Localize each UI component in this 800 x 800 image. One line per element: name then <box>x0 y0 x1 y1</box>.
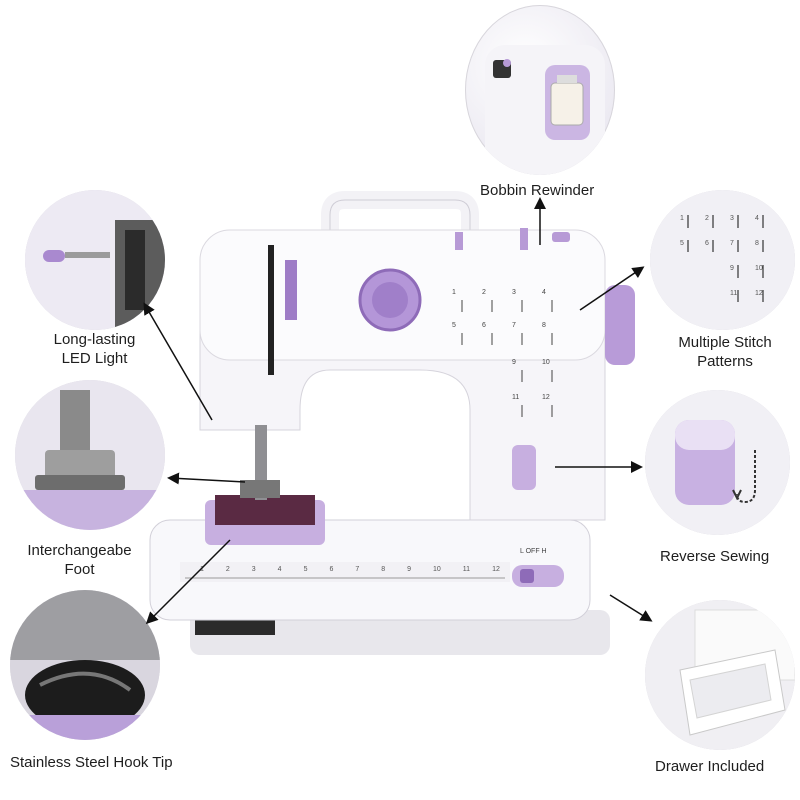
switch-label-off: OFF <box>525 548 540 555</box>
ruler-strip <box>180 562 510 582</box>
stitch-num: 4 <box>542 289 546 296</box>
drawer-callout <box>645 600 795 750</box>
label-bobbin-rewinder: Bobbin Rewinder <box>480 182 595 199</box>
hand-wheel[interactable] <box>605 285 635 365</box>
label-stitch-line1: Multiple Stitch <box>678 334 772 351</box>
label-foot-line1: Interchangeabe <box>27 542 132 559</box>
label-stitch-patterns: Multiple Stitch Patterns <box>660 333 790 371</box>
label-drawer: Drawer Included <box>655 758 765 775</box>
ruler-mark: 10 <box>433 566 441 573</box>
reverse-lever-illustration <box>645 390 790 535</box>
ruler-mark: 9 <box>407 566 412 573</box>
stitch-num: 10 <box>542 359 550 366</box>
ruler-mark: 5 <box>303 566 308 573</box>
reverse-sewing-callout <box>645 390 790 535</box>
stitch-num: 8 <box>542 322 546 329</box>
svg-text:3: 3 <box>730 215 734 222</box>
svg-text:6: 6 <box>705 240 709 247</box>
bobbin-illustration <box>485 45 605 175</box>
reverse-lever[interactable] <box>512 445 536 490</box>
label-stitch-line2: Patterns <box>697 353 753 370</box>
svg-text:7: 7 <box>730 240 734 247</box>
presser-foot-illustration <box>15 380 165 530</box>
arrow-foot <box>167 472 246 485</box>
stitch-num: 2 <box>482 289 486 296</box>
label-reverse-sewing: Reverse Sewing <box>660 548 770 565</box>
stitch-num: 11 <box>512 394 520 401</box>
svg-text:4: 4 <box>755 215 759 222</box>
ruler-mark: 11 <box>462 566 471 573</box>
svg-text:2: 2 <box>705 215 709 222</box>
stitch-num: 6 <box>482 322 486 329</box>
ruler-mark: 2 <box>225 566 230 573</box>
label-led-line2: LED Light <box>61 350 128 367</box>
svg-text:5: 5 <box>680 240 684 247</box>
svg-text:8: 8 <box>755 240 759 247</box>
ruler-mark: 12 <box>492 566 500 573</box>
switch-labels: L OFF H <box>520 548 547 555</box>
ruler-mark: 8 <box>381 566 386 573</box>
stitch-num: 5 <box>452 322 456 329</box>
interchangeable-foot-callout <box>15 380 165 530</box>
svg-text:11: 11 <box>730 290 737 297</box>
stitch-num: 7 <box>512 322 516 329</box>
label-hook-tip: Stainless Steel Hook Tip <box>10 754 173 771</box>
svg-text:1: 1 <box>680 215 684 222</box>
ruler-mark: 3 <box>251 566 256 573</box>
svg-text:12: 12 <box>755 290 763 297</box>
ruler-mark: 7 <box>355 566 360 573</box>
bobbin-rewinder-callout <box>465 5 615 175</box>
ruler-mark: 1 <box>200 566 204 573</box>
arrow-drawer <box>609 594 653 622</box>
switch-label-right: H <box>541 548 547 555</box>
stitch-num: 9 <box>512 359 516 366</box>
stitch-num: 12 <box>542 394 550 401</box>
arrow-stitch <box>579 266 645 311</box>
label-led-line1: Long-lasting <box>53 331 136 348</box>
ruler-mark: 6 <box>329 566 334 573</box>
label-foot-line2: Foot <box>64 561 95 578</box>
stitch-num: 1 <box>452 289 456 296</box>
svg-text:10: 10 <box>755 265 763 272</box>
led-light-illustration <box>25 190 165 330</box>
svg-text:9: 9 <box>730 265 734 272</box>
hook-tip-illustration <box>10 590 160 740</box>
machine-base <box>190 610 610 655</box>
arrow-led <box>143 302 213 421</box>
ruler-marks: 1 2 3 4 5 6 7 8 9 10 11 12 <box>200 566 500 573</box>
ruler-mark: 4 <box>277 566 282 573</box>
arrow-hook <box>145 539 231 625</box>
label-interchangeable-foot: Interchangeabe Foot <box>12 541 147 579</box>
drawer-illustration <box>645 600 795 750</box>
switch-label-left: L <box>520 548 524 555</box>
stitch-num: 3 <box>512 289 516 296</box>
led-light-callout <box>25 190 165 330</box>
label-led-light: Long-lasting LED Light <box>32 330 157 368</box>
hook-tip-callout <box>10 590 160 740</box>
